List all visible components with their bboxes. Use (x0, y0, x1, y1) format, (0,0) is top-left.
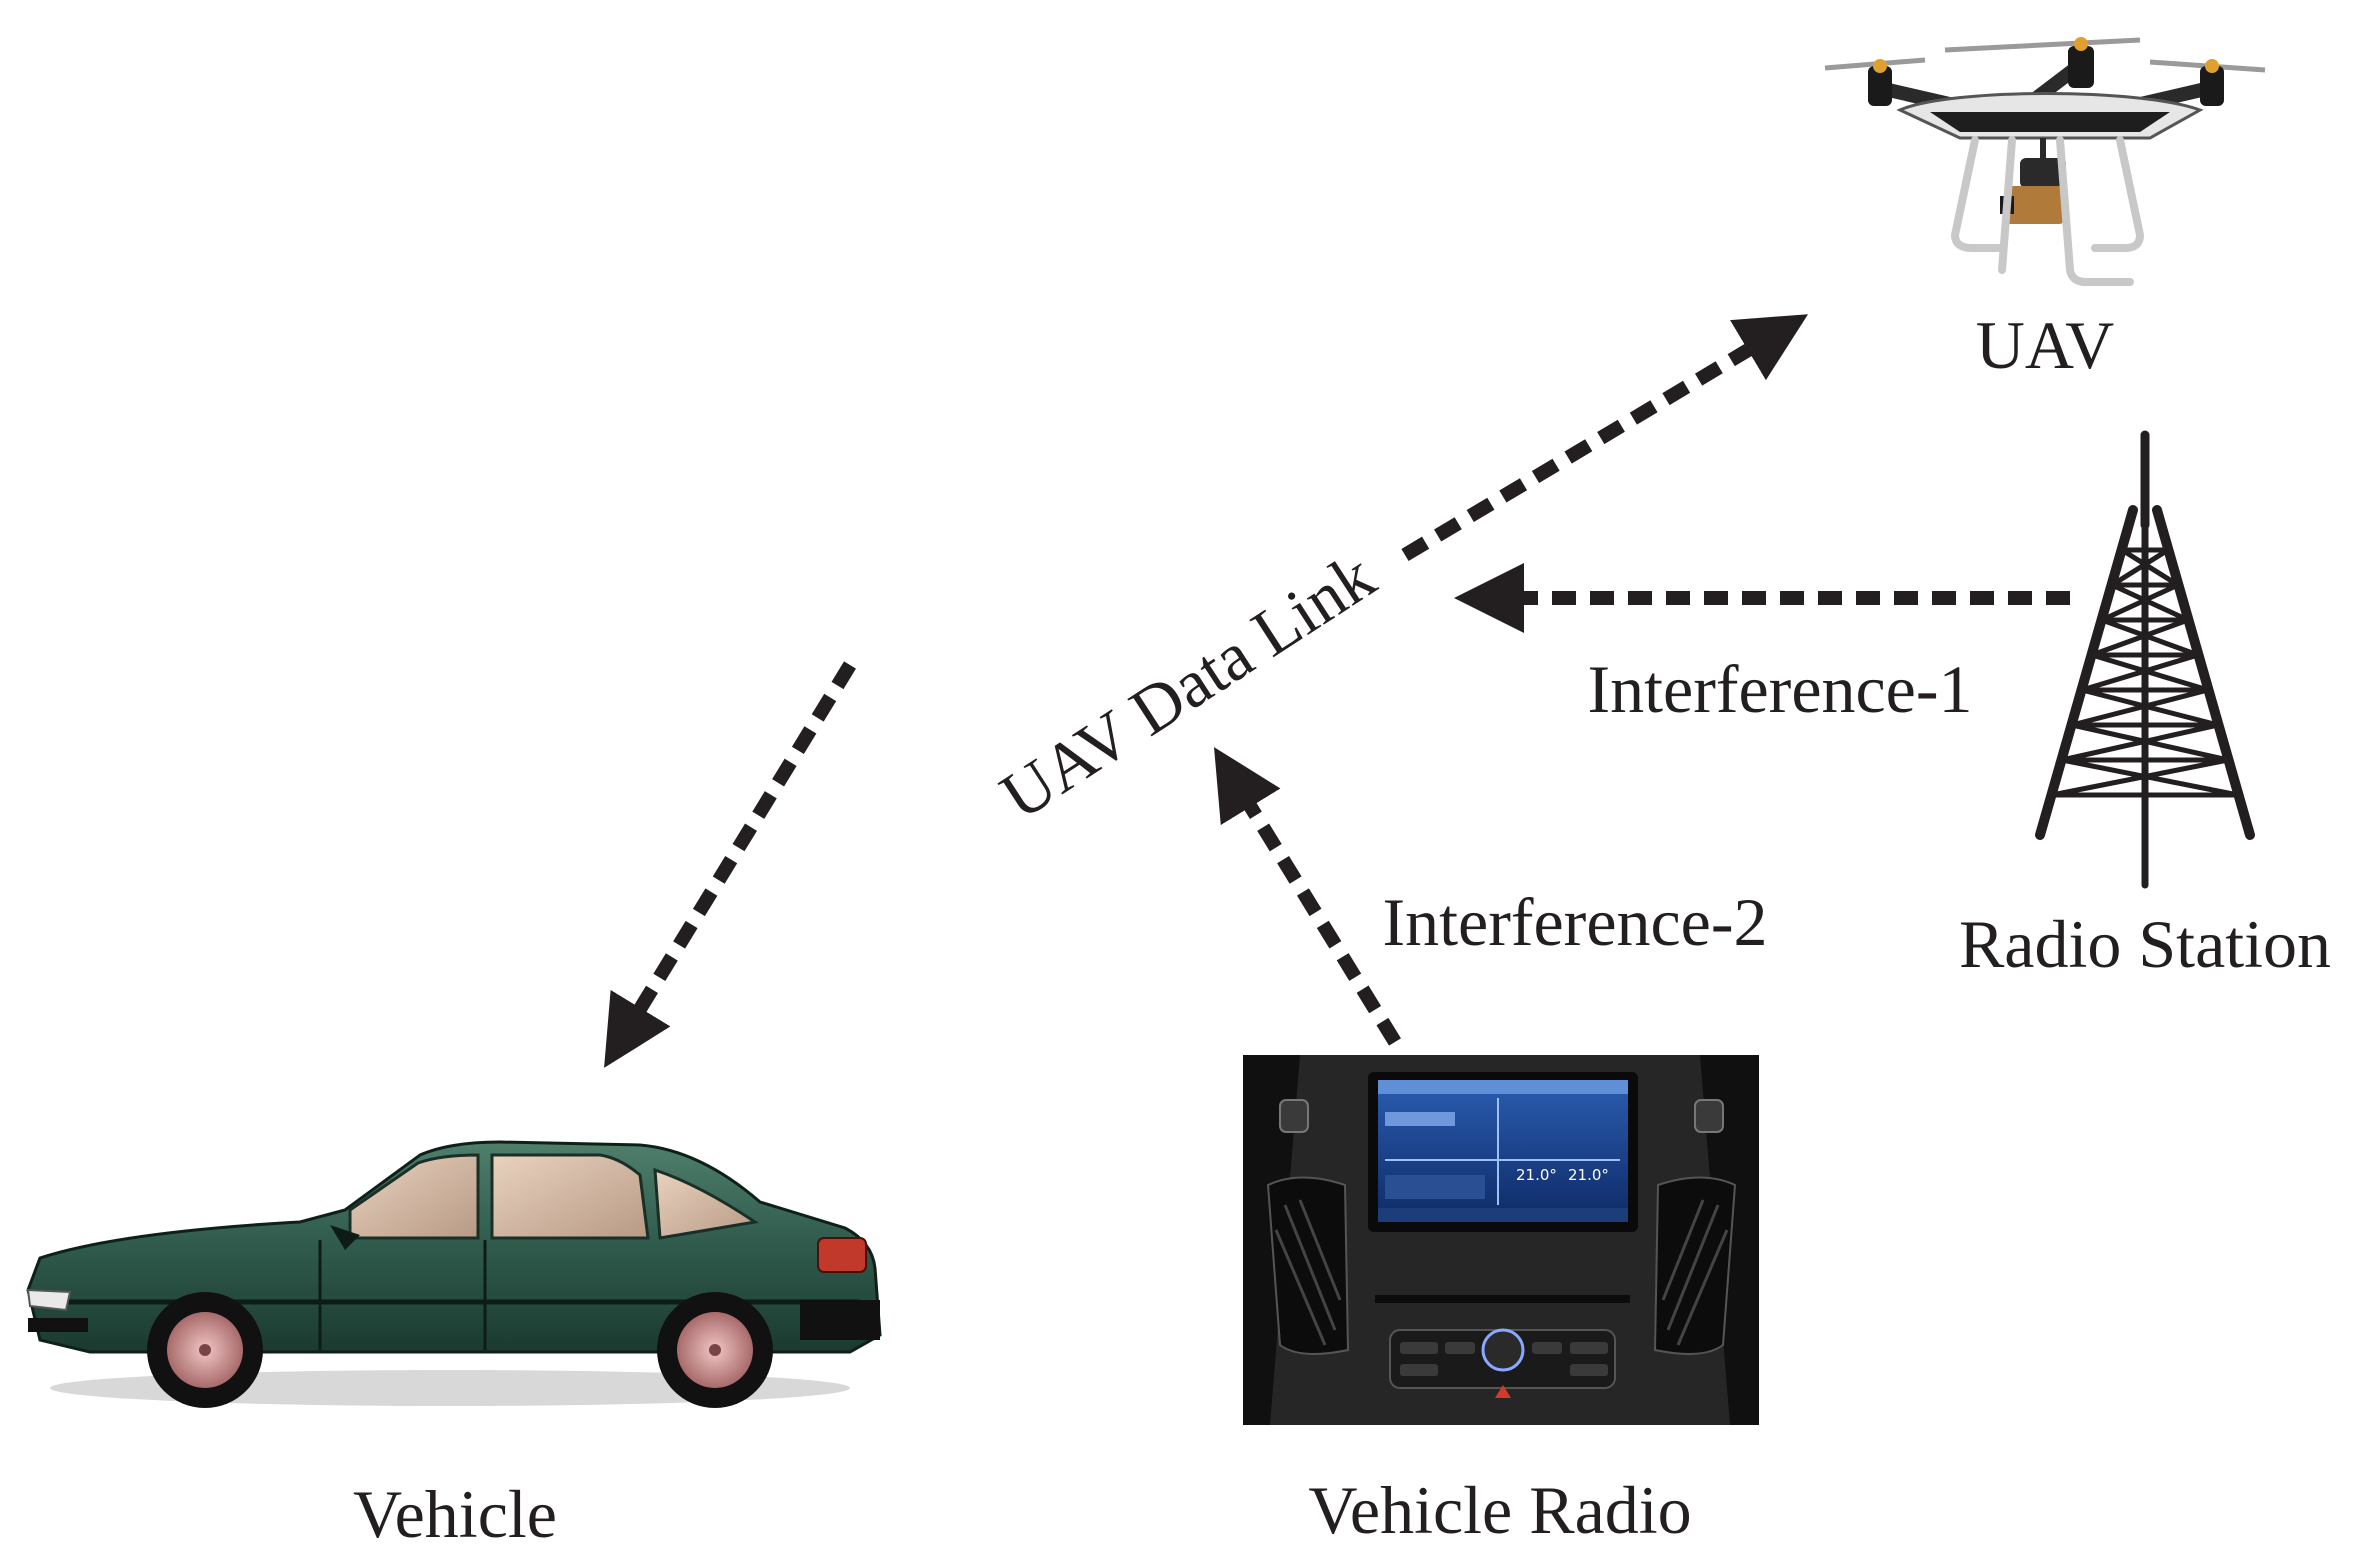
uav-data-link-label: UAV Data Link (987, 537, 1387, 834)
radio-temp-right: 21.0° (1568, 1166, 1609, 1184)
vehicle-label: Vehicle (353, 1476, 557, 1552)
interference-2-label: Interference-2 (1382, 884, 1767, 960)
uav-label: UAV (1976, 307, 2115, 383)
radio-tower-icon (2035, 430, 2255, 889)
vehicle-car-icon (26, 1140, 882, 1408)
radio-station-label: Radio Station (1959, 906, 2331, 982)
interference-2-arrow (1214, 747, 1401, 1046)
vehicle-radio-icon: 21.0° 21.0° (1243, 1055, 1759, 1425)
interference-1-label: Interference-1 (1587, 651, 1972, 727)
uav-drone-icon (1824, 37, 2266, 286)
vehicle-radio-label: Vehicle Radio (1308, 1472, 1691, 1548)
radio-temp-left: 21.0° (1516, 1166, 1557, 1184)
